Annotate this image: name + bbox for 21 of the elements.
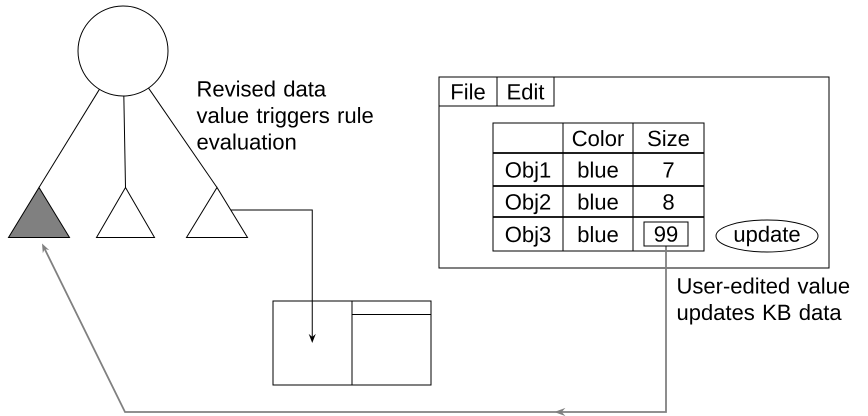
value-field: 99 bbox=[644, 222, 688, 246]
table-cell: Obj1 bbox=[506, 162, 550, 182]
table-cell: blue bbox=[578, 162, 618, 178]
edge-label: User-edited value updates KB data bbox=[678, 278, 850, 324]
table-cell: Obj3 bbox=[506, 226, 550, 247]
annotation-text: Revised data value triggers rule evaluation bbox=[196, 80, 373, 150]
menu-item: File bbox=[438, 76, 498, 106]
table-cell: 7 bbox=[664, 162, 674, 178]
tree-line bbox=[123, 96, 126, 188]
table-cell: Obj2 bbox=[506, 194, 550, 214]
tree-line bbox=[38, 88, 100, 188]
table-cell: blue bbox=[578, 226, 618, 242]
menu-item: Edit bbox=[496, 76, 554, 106]
table-cell: 8 bbox=[663, 194, 674, 210]
table-cell: blue bbox=[578, 194, 618, 210]
update-button: update bbox=[716, 220, 818, 252]
table-cell: Size bbox=[648, 130, 689, 146]
table-cell: Color bbox=[572, 130, 624, 146]
tree-line bbox=[148, 88, 218, 188]
root-circle bbox=[78, 6, 168, 96]
form-drawing bbox=[272, 300, 432, 386]
